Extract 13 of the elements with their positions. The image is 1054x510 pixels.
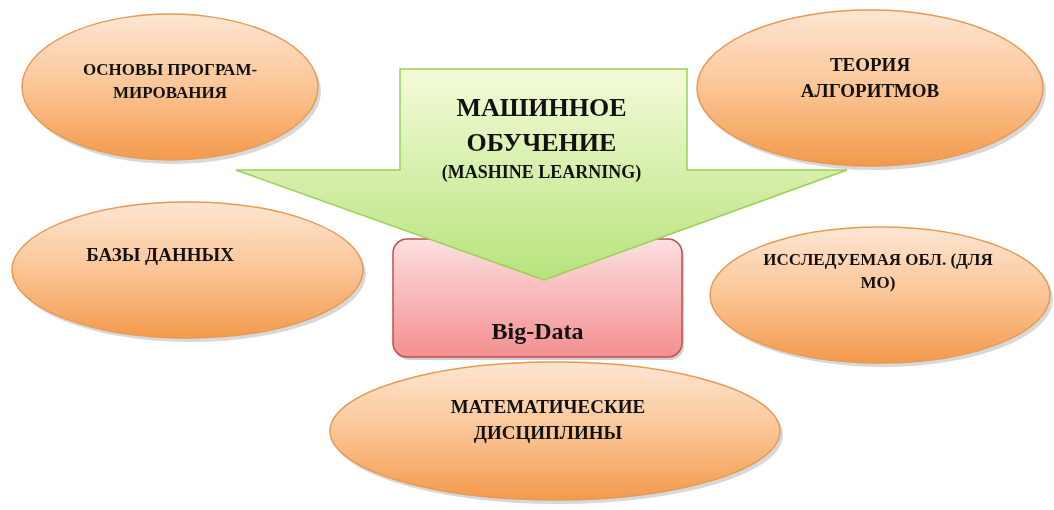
ellipse-node bbox=[10, 200, 365, 340]
node-label: МАШИННОЕ ОБУЧЕНИЕ bbox=[455, 91, 628, 159]
node-label: ТЕОРИЯ АЛГОРИТМОВ bbox=[799, 53, 941, 103]
node-label: ОСНОВЫ ПРОГРАМ- МИРОВАНИЯ bbox=[81, 59, 259, 104]
node-label: ИССЛЕДУЕМАЯ ОБЛ. (ДЛЯ МО) bbox=[762, 249, 994, 294]
ellipse-node bbox=[328, 360, 782, 502]
ellipse-node bbox=[20, 12, 320, 162]
node-subtitle: (MASHINE LEARNING) bbox=[441, 160, 642, 184]
node-label: МАТЕМАТИЧЕСКИЕ ДИСЦИПЛИНЫ bbox=[449, 395, 647, 445]
node-label: Big-Data bbox=[491, 316, 584, 346]
ellipse-node bbox=[708, 225, 1052, 365]
ellipse-node bbox=[695, 8, 1045, 168]
node-label: БАЗЫ ДАННЫХ bbox=[86, 243, 234, 268]
